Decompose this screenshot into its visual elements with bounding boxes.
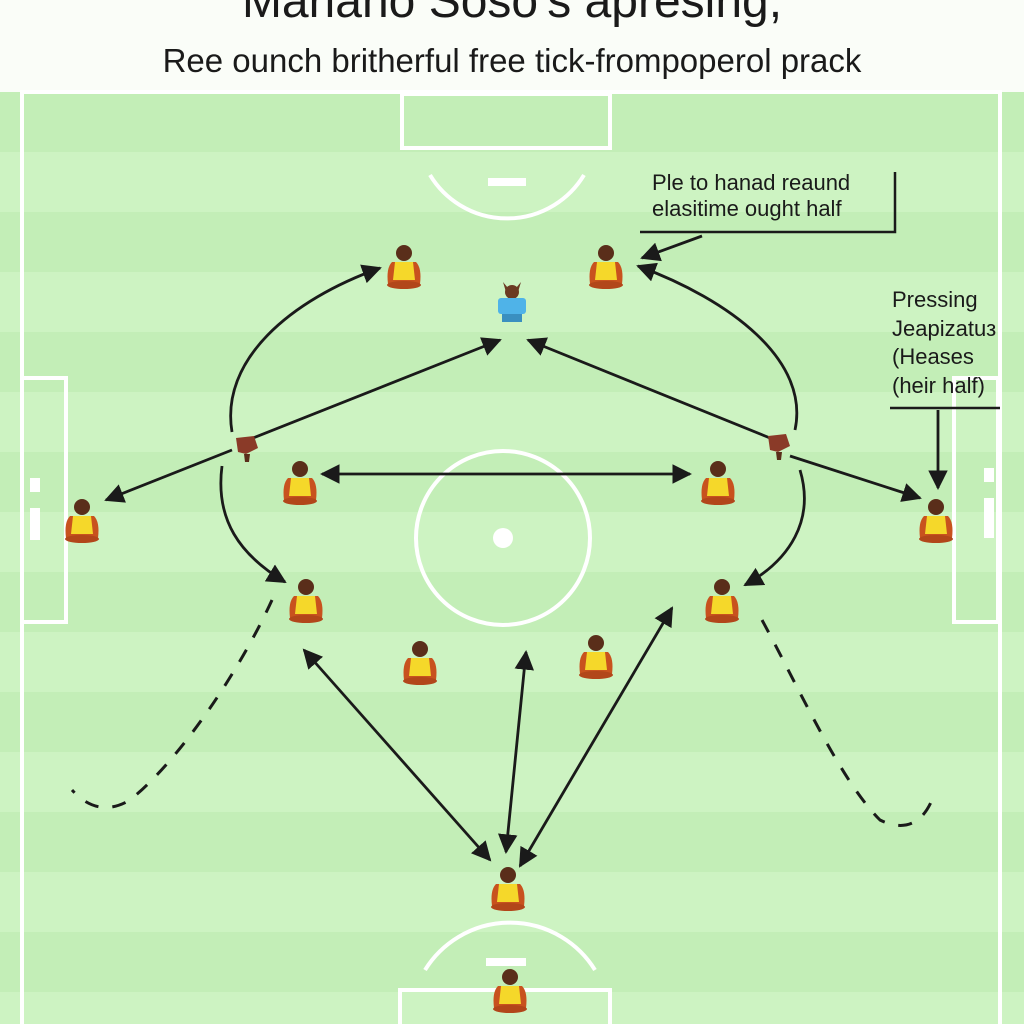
- annotation-line: (heir half): [892, 372, 985, 398]
- pitch-spots: [30, 178, 994, 966]
- arrow-left-diagonal: [237, 337, 502, 446]
- annotation-line: (Heases: [892, 344, 974, 370]
- callout-brackets: [640, 172, 1000, 410]
- dashed-runs: [70, 599, 934, 827]
- arrow-right-to-bottom: [518, 606, 674, 868]
- movement-arrows: [104, 234, 948, 868]
- annotation-line: elasitime ought half: [652, 196, 842, 222]
- annotation-side-right: Pressing Jeapizatuз (Heases (heir half): [892, 286, 996, 400]
- arrow-to-left-wing: [104, 448, 233, 503]
- diagram-subtitle: Ree ounch britherful free tick-frompoper…: [162, 42, 862, 79]
- arrow-left-curve-down: [219, 465, 287, 584]
- annotation-top-right: Ple to hanad reaund elasitime ought half: [652, 170, 850, 223]
- grass-stripes: [0, 92, 1024, 1024]
- annotation-line: Pressing: [892, 287, 978, 312]
- diagram-title: Mariano Soso's apresing,: [241, 0, 783, 28]
- arrow-left-to-bottom: [302, 648, 492, 862]
- arrow-right-diagonal: [526, 337, 771, 440]
- annotation-line: Jeapizatuз: [892, 315, 997, 341]
- arrow-right-curve-top: [636, 262, 799, 431]
- arrow-callout-top: [640, 234, 703, 262]
- arrow-right-curve-down: [743, 469, 806, 587]
- arrow-to-right-wing: [789, 454, 922, 502]
- arrow-left-curve-top: [229, 264, 382, 433]
- annotation-line: Ple to hanad reaund: [652, 170, 851, 195]
- pitch-markings: [20, 90, 1002, 1024]
